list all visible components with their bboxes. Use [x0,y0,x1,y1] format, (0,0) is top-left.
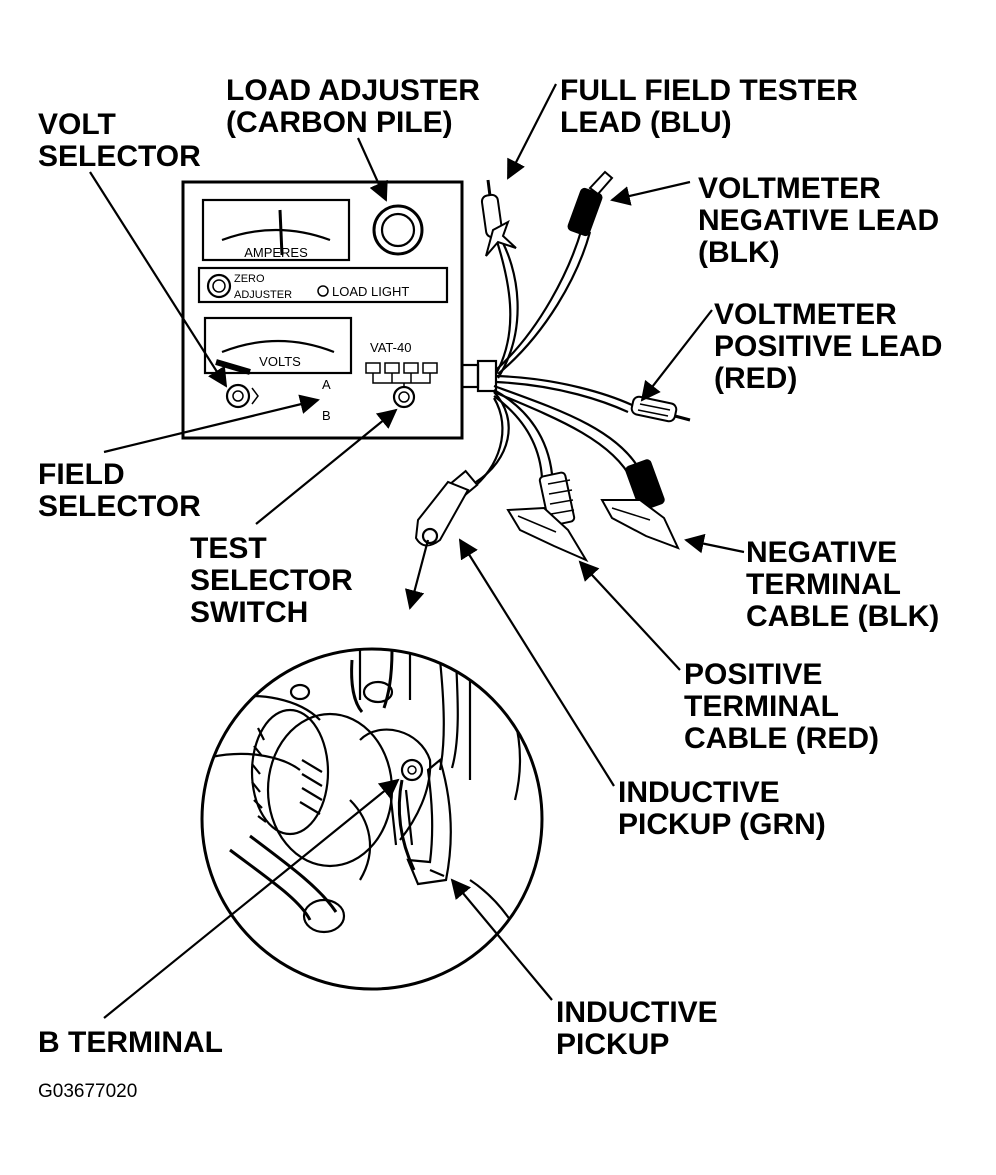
positive-terminal-label-line1: POSITIVE [684,658,822,691]
full-field-tester-label-line1: FULL FIELD TESTER [560,74,858,107]
positive-terminal-clamp [506,471,589,563]
test-selector-label-line1: TEST [190,532,267,565]
test-selector-label-line2: SELECTOR [190,564,353,597]
voltmeter-gauge: VOLTS [203,316,353,375]
positive-terminal-label-line3: CABLE (RED) [684,722,879,755]
inductive-pickup-grn-label-line2: PICKUP (GRN) [618,808,826,841]
voltmeter-positive-probe [630,395,691,423]
voltmeter-positive-label-line1: VOLTMETER [714,298,897,331]
full-field-probe [480,179,517,257]
inductive-pickup-grn-label-line1: INDUCTIVE [618,776,780,809]
figure-id: G03677020 [38,1081,137,1102]
volt-selector-label-line1: VOLT [38,108,116,141]
engine-inset [200,647,544,991]
negative-terminal-label-line3: CABLE (BLK) [746,600,939,633]
field-selector-label-line2: SELECTOR [38,490,201,523]
volts-label: VOLTS [259,354,301,369]
cable-connector [460,359,498,393]
inductive-pickup-label-line1: INDUCTIVE [556,996,718,1029]
voltmeter-negative-label-line1: VOLTMETER [698,172,881,205]
field-selector-knob[interactable] [225,383,259,409]
callout-labels: LOAD ADJUSTER (CARBON PILE) FULL FIELD T… [38,74,942,1061]
adjuster-label: ADJUSTER [234,289,292,301]
test-selector-switch[interactable] [365,362,438,409]
leader-lines [89,83,745,1019]
cables [414,170,691,563]
load-adjuster-label-line2: (CARBON PILE) [226,106,453,139]
load-light-lamp [317,285,329,297]
voltmeter-positive-label-line3: (RED) [714,362,797,395]
voltmeter-negative-label-line2: NEGATIVE LEAD [698,204,939,237]
inset-circle-border [200,647,544,991]
field-position-b: B [322,408,331,423]
ammeter-gauge: AMPERES [201,198,351,262]
voltmeter-negative-clip [567,170,614,237]
tester-instrument: AMPERES ZERO ADJUSTER LOAD LIGHT VOLTS [181,180,498,440]
voltmeter-negative-label-line3: (BLK) [698,236,780,269]
tester-housing [181,180,464,440]
load-adjuster-label-line1: LOAD ADJUSTER [226,74,480,107]
amperes-label: AMPERES [244,245,308,260]
positive-terminal-label-line2: TERMINAL [684,690,839,723]
zero-adjuster-knob[interactable] [206,273,232,299]
field-position-a: A [322,377,331,392]
field-selector-label-line1: FIELD [38,458,125,491]
full-field-tester-label-line2: LEAD (BLU) [560,106,732,139]
load-light-label: LOAD LIGHT [332,284,409,299]
voltmeter-positive-label-line2: POSITIVE LEAD [714,330,942,363]
load-adjuster-knob[interactable] [372,204,424,256]
zero-label: ZERO [234,273,265,285]
volt-selector-label-line2: SELECTOR [38,140,201,173]
inductive-pickup-clip [414,469,479,547]
negative-terminal-label-line2: TERMINAL [746,568,901,601]
negative-terminal-label-line1: NEGATIVE [746,536,897,569]
b-terminal-label: B TERMINAL [38,1026,223,1059]
test-selector-label-line3: SWITCH [190,596,308,629]
model-label: VAT-40 [370,340,411,355]
negative-terminal-clamp [600,459,680,550]
adjuster-strip [197,266,449,304]
inductive-pickup-label-line2: PICKUP [556,1028,669,1061]
